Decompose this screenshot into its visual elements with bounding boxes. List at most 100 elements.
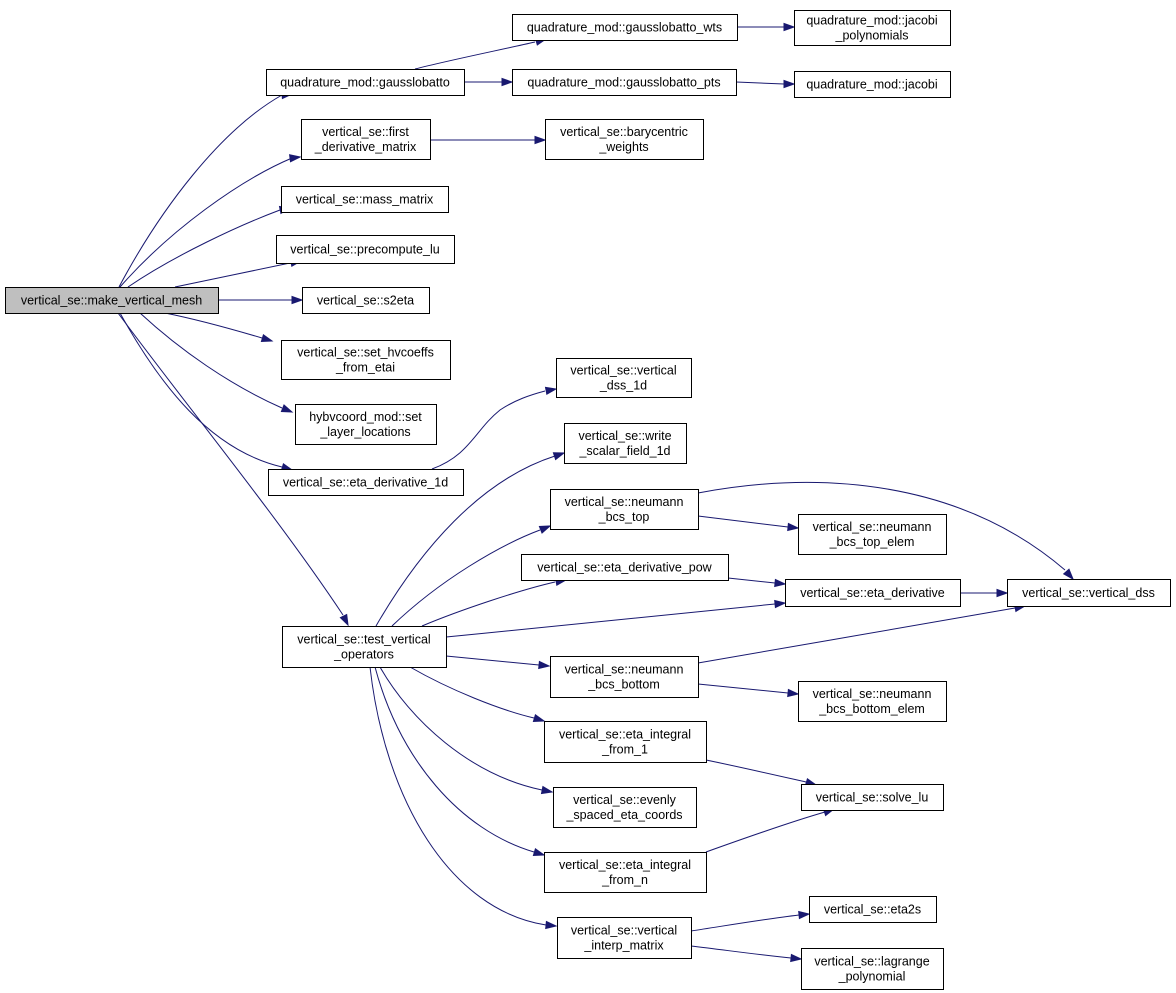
node-eta-integral-from-1[interactable]: vertical_se::eta_integral_from_1 — [544, 721, 707, 763]
node-neumann-bcs-bottom-elem[interactable]: vertical_se::neumann_bcs_bottom_elem — [798, 681, 947, 722]
node-jacobi[interactable]: quadrature_mod::jacobi — [794, 71, 951, 98]
node-box[interactable] — [268, 469, 464, 496]
node-eta-derivative-1d[interactable]: vertical_se::eta_derivative_1d — [268, 469, 464, 496]
edge-line — [690, 945, 792, 959]
node-make-vertical-mesh[interactable]: vertical_se::make_vertical_mesh — [5, 287, 219, 314]
node-box[interactable] — [266, 69, 465, 96]
node-first-derivative-matrix[interactable]: vertical_se::first_derivative_matrix — [301, 119, 431, 160]
node-box[interactable] — [1007, 579, 1171, 607]
node-gausslobatto-wts[interactable]: quadrature_mod::gausslobatto_wts — [512, 14, 738, 41]
arrowhead-icon — [280, 404, 294, 413]
node-box[interactable] — [512, 69, 737, 96]
node-box[interactable] — [794, 10, 951, 46]
edge-line — [379, 666, 543, 791]
node-box[interactable] — [521, 554, 729, 581]
node-label: vertical_se::test_vertical — [297, 633, 430, 647]
node-barycentric-weights[interactable]: vertical_se::barycentric_weights — [545, 119, 704, 160]
node-box[interactable] — [798, 514, 947, 555]
node-label: _layer_locations — [319, 425, 410, 439]
node-label: vertical_se::eta_derivative_1d — [283, 476, 448, 490]
node-box[interactable] — [295, 404, 437, 445]
node-neumann-bcs-bottom[interactable]: vertical_se::neumann_bcs_bottom — [550, 656, 699, 698]
edge-line — [119, 312, 283, 468]
node-box[interactable] — [512, 14, 738, 41]
node-box[interactable] — [301, 119, 431, 160]
arrowhead-icon — [291, 295, 304, 305]
node-label: _from_n — [601, 873, 648, 887]
node-box[interactable] — [302, 287, 430, 314]
arrowhead-icon — [501, 77, 514, 87]
node-box[interactable] — [556, 358, 692, 398]
node-vertical-dss-1d[interactable]: vertical_se::vertical_dss_1d — [556, 358, 692, 398]
node-box[interactable] — [798, 681, 947, 722]
node-set-hvcoeffs-from-etai[interactable]: vertical_se::set_hvcoeffs_from_etai — [281, 340, 451, 380]
edge-line — [697, 607, 1016, 664]
node-eta-derivative[interactable]: vertical_se::eta_derivative — [785, 579, 961, 607]
node-eta2s[interactable]: vertical_se::eta2s — [809, 896, 937, 923]
edge-gausslobatto_pts-to-jacobi — [735, 79, 796, 89]
node-precompute-lu[interactable]: vertical_se::precompute_lu — [276, 235, 455, 264]
node-label: _dss_1d — [599, 379, 647, 393]
edge-make_vertical_mesh-to-test_vertical_operators — [117, 312, 349, 627]
node-mass-matrix[interactable]: vertical_se::mass_matrix — [281, 186, 449, 213]
node-label: _operators — [333, 648, 394, 662]
node-label: vertical_se::set_hvcoeffs — [297, 346, 434, 360]
node-s2eta[interactable]: vertical_se::s2eta — [302, 287, 430, 314]
edge-line — [127, 209, 281, 288]
node-gausslobatto[interactable]: quadrature_mod::gausslobatto — [266, 69, 465, 96]
node-box[interactable] — [550, 656, 699, 698]
node-box[interactable] — [801, 784, 944, 811]
node-label: vertical_se::write — [578, 429, 671, 443]
node-label: _bcs_bottom — [587, 678, 660, 692]
edge-line — [705, 811, 826, 853]
arrowhead-icon — [1062, 568, 1074, 581]
node-test-vertical-operators[interactable]: vertical_se::test_vertical_operators — [282, 626, 447, 668]
node-vertical-interp-matrix[interactable]: vertical_se::vertical_interp_matrix — [557, 917, 692, 959]
node-box[interactable] — [5, 287, 219, 314]
edge-make_vertical_mesh-to-set_hvcoeffs_from_etai — [164, 312, 274, 343]
node-eta-derivative-pow[interactable]: vertical_se::eta_derivative_pow — [521, 554, 729, 581]
node-box[interactable] — [785, 579, 961, 607]
node-box[interactable] — [544, 721, 707, 763]
node-label: _scalar_field_1d — [578, 444, 670, 458]
edge-line — [421, 581, 556, 627]
node-jacobi-polynomials[interactable]: quadrature_mod::jacobi_polynomials — [794, 10, 951, 46]
arrowhead-icon — [552, 452, 566, 461]
node-box[interactable] — [794, 71, 951, 98]
arrowhead-icon — [538, 660, 551, 670]
node-gausslobatto-pts[interactable]: quadrature_mod::gausslobatto_pts — [512, 69, 737, 96]
edge-test_vertical_operators-to-vertical_interp_matrix — [369, 666, 558, 930]
node-box[interactable] — [550, 489, 699, 530]
edge-line — [735, 81, 785, 85]
edge-neumann_bcs_top-to-vertical_dss — [697, 481, 1074, 581]
node-label: vertical_se::eta_derivative — [800, 586, 945, 600]
edge-line — [391, 529, 541, 627]
node-box[interactable] — [544, 852, 707, 893]
edge-gausslobatto-to-gausslobatto_pts — [464, 77, 514, 87]
node-lagrange-polynomial[interactable]: vertical_se::lagrange_polynomial — [801, 948, 944, 990]
node-box[interactable] — [276, 235, 455, 264]
edge-neumann_bcs_bottom-to-neumann_bcs_bottom_elem — [697, 683, 800, 698]
node-box[interactable] — [282, 626, 447, 668]
node-box[interactable] — [809, 896, 937, 923]
node-box[interactable] — [557, 917, 692, 959]
node-evenly-spaced-eta-coords[interactable]: vertical_se::evenly_spaced_eta_coords — [553, 787, 697, 828]
node-box[interactable] — [553, 787, 697, 828]
edge-test_vertical_operators-to-neumann_bcs_bottom — [445, 655, 551, 670]
node-vertical-dss[interactable]: vertical_se::vertical_dss — [1007, 579, 1171, 607]
node-box[interactable] — [801, 948, 944, 990]
node-box[interactable] — [564, 423, 687, 464]
node-label: vertical_se::vertical — [570, 364, 676, 378]
node-neumann-bcs-top-elem[interactable]: vertical_se::neumann_bcs_top_elem — [798, 514, 947, 555]
node-eta-integral-from-n[interactable]: vertical_se::eta_integral_from_n — [544, 852, 707, 893]
node-neumann-bcs-top[interactable]: vertical_se::neumann_bcs_top — [550, 489, 699, 530]
arrowhead-icon — [787, 688, 800, 698]
node-set-layer-locations[interactable]: hybvcoord_mod::set_layer_locations — [295, 404, 437, 445]
node-solve-lu[interactable]: vertical_se::solve_lu — [801, 784, 944, 811]
edge-line — [445, 655, 540, 666]
node-write-scalar-field-1d[interactable]: vertical_se::write_scalar_field_1d — [564, 423, 687, 464]
node-label: vertical_se::eta2s — [824, 903, 921, 917]
node-box[interactable] — [281, 186, 449, 213]
node-box[interactable] — [545, 119, 704, 160]
node-box[interactable] — [281, 340, 451, 380]
